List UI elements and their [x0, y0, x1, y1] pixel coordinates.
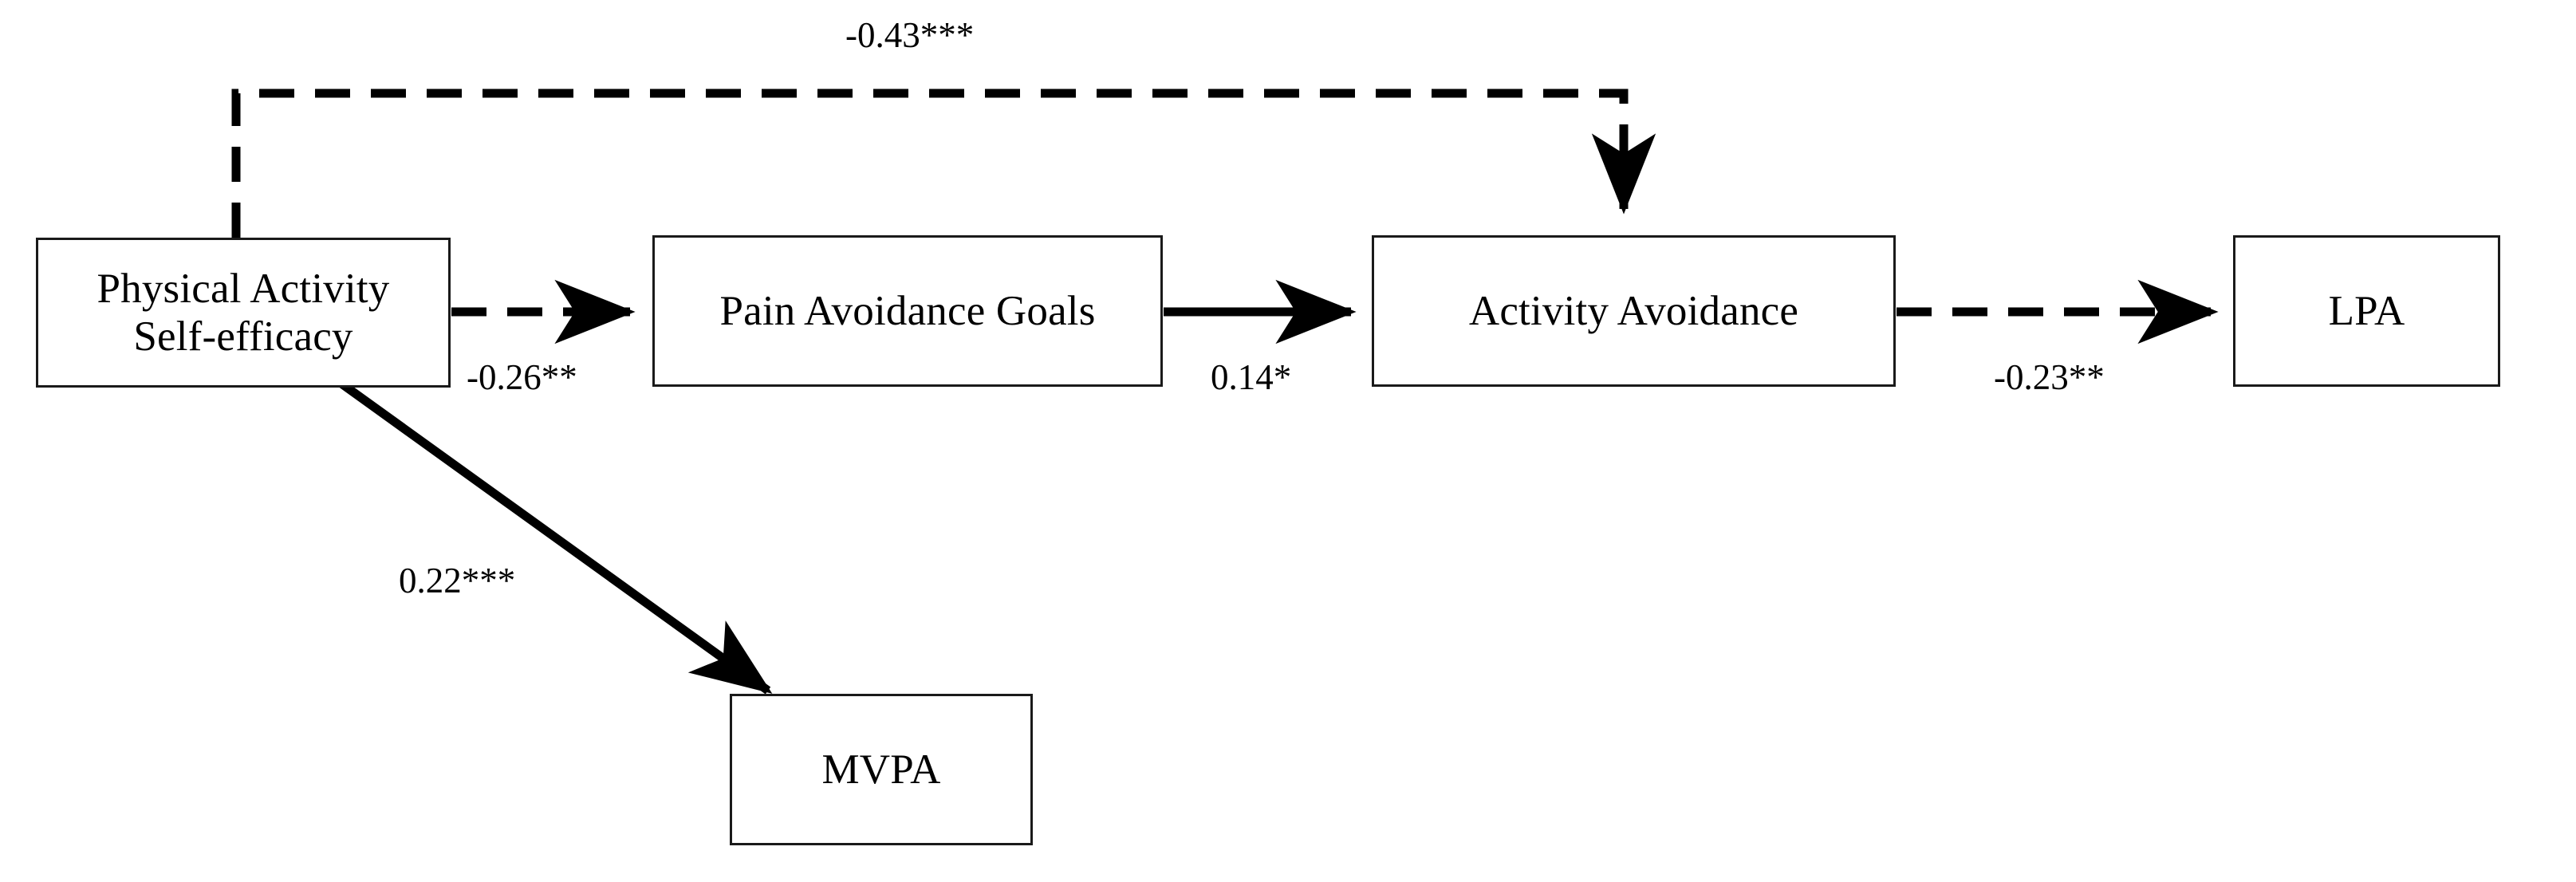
node-label: LPA: [2328, 287, 2405, 334]
coefficient-label-pag-to-aa: 0.14*: [1211, 357, 1292, 397]
node-label: MVPA: [821, 746, 941, 793]
node-mvpa[interactable]: MVPA: [730, 694, 1033, 845]
node-label: Physical Activity Self-efficacy: [97, 265, 390, 360]
node-pain-avoidance-goals[interactable]: Pain Avoidance Goals: [652, 235, 1163, 387]
node-label: Pain Avoidance Goals: [719, 287, 1096, 334]
coefficient-label-aa-to-lpa: -0.23**: [1994, 357, 2105, 397]
node-activity-avoidance[interactable]: Activity Avoidance: [1372, 235, 1896, 387]
coefficient-label-pase-to-pag: -0.26**: [467, 357, 577, 397]
node-lpa[interactable]: LPA: [2233, 235, 2500, 387]
connector-pase-to-aa: [231, 89, 1656, 238]
connector-pase-to-mvpa: [335, 377, 773, 695]
coefficient-label-pase-to-aa: -0.43***: [845, 15, 975, 55]
coefficient-label-pase-to-mvpa: 0.22***: [399, 561, 516, 600]
node-label: Activity Avoidance: [1468, 287, 1799, 334]
node-physical-activity-self-efficacy[interactable]: Physical Activity Self-efficacy: [36, 238, 451, 388]
